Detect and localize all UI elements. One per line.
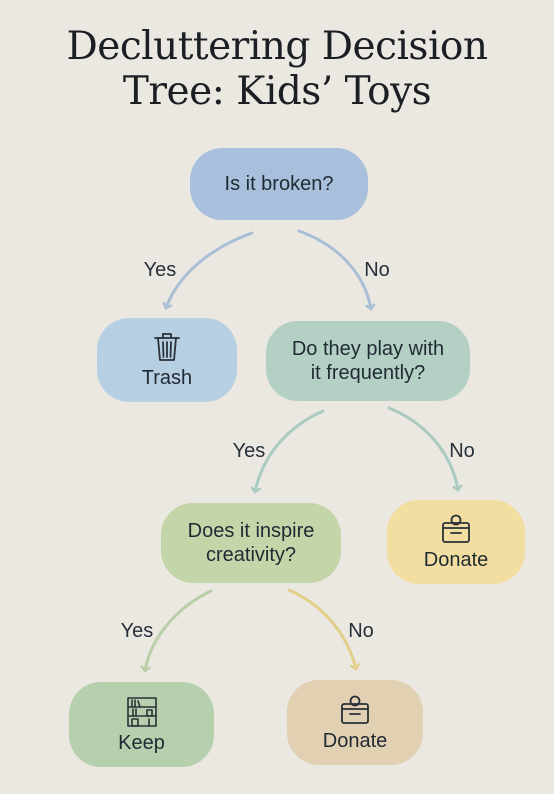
node-label: Keep xyxy=(118,731,165,754)
outcome-node-keep: Keep xyxy=(69,682,214,767)
outcome-node-donate: Donate xyxy=(387,500,525,584)
question-node-play-frequently: Do they play with it frequently? xyxy=(266,321,470,401)
edge-label-play-no: No xyxy=(449,440,475,462)
question-node-inspire-creativity: Does it inspire creativity? xyxy=(161,503,341,583)
arrow-inspire-yes xyxy=(145,589,213,673)
edge-label-inspire-yes: Yes xyxy=(120,620,154,642)
edge-label-inspire-no: No xyxy=(348,620,374,642)
donation-box-icon xyxy=(341,695,369,724)
node-label: Is it broken? xyxy=(224,173,334,195)
node-label: Trash xyxy=(141,367,193,389)
edge-label-broken-no: No xyxy=(364,259,390,281)
question-node-is-it-broken: Is it broken? xyxy=(190,148,368,220)
outcome-node-donate-2: Donate xyxy=(287,680,423,765)
edge-label-broken-yes: Yes xyxy=(143,259,177,281)
node-label-line-2: it frequently? xyxy=(310,362,426,384)
arrow-broken-no xyxy=(297,229,371,311)
node-label-line-1: Do they play with xyxy=(291,338,445,360)
trash-can-icon xyxy=(154,333,180,361)
node-label-line-1: Does it inspire xyxy=(187,520,315,542)
arrow-play-no xyxy=(387,406,458,492)
diagram-title: Decluttering Decision Tree: Kids’ Toys xyxy=(0,24,554,114)
node-label-line-2: creativity? xyxy=(205,544,297,566)
node-label: Donate xyxy=(322,729,388,752)
title-line-2: Tree: Kids’ Toys xyxy=(122,69,432,114)
outcome-node-trash: Trash xyxy=(97,318,237,402)
bookshelf-icon xyxy=(126,696,157,727)
node-label: Donate xyxy=(423,549,489,571)
arrow-broken-yes xyxy=(166,231,254,310)
arrow-inspire-no xyxy=(287,588,356,671)
arrow-play-yes xyxy=(255,409,325,494)
edge-label-play-yes: Yes xyxy=(232,440,266,462)
donation-box-icon xyxy=(442,514,470,543)
title-line-1: Decluttering Decision xyxy=(66,24,488,69)
